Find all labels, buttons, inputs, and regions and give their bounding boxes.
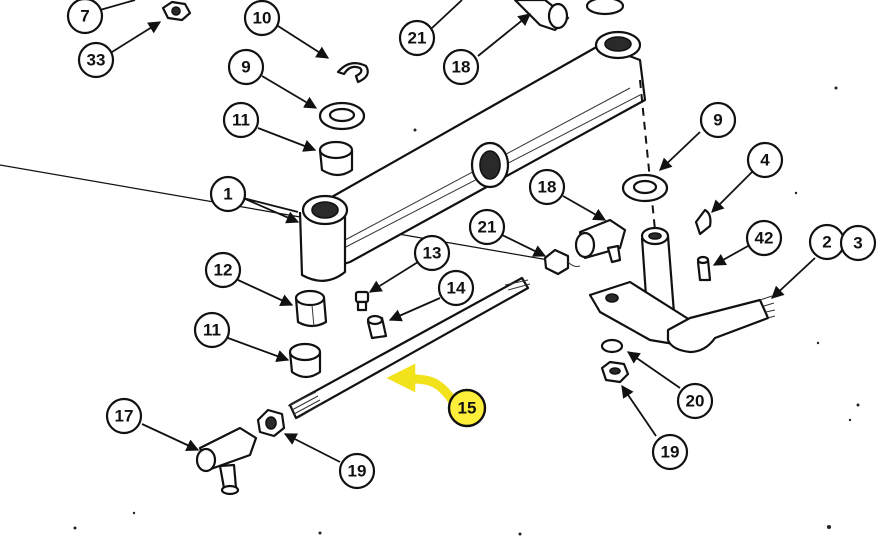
callout-4: 4 <box>746 141 784 179</box>
callout-3: 3 <box>839 224 877 262</box>
hex-nut-top <box>161 0 192 22</box>
svg-text:12: 12 <box>214 261 233 280</box>
callout-18-top: 18 <box>442 48 480 86</box>
callout-2: 2 <box>808 223 846 261</box>
svg-text:20: 20 <box>686 392 705 411</box>
svg-text:1: 1 <box>223 185 232 204</box>
callout-9-left: 9 <box>227 48 265 86</box>
jam-nut-right <box>543 248 581 276</box>
svg-text:21: 21 <box>478 218 497 237</box>
tie-rod-end-right <box>574 218 627 264</box>
kingpin-axis-dashed <box>639 79 656 231</box>
split-bushing <box>294 289 328 328</box>
svg-text:4: 4 <box>760 151 770 170</box>
callout-12: 12 <box>204 251 242 289</box>
callout-18-right: 18 <box>528 168 566 206</box>
washer-top-right <box>585 0 625 16</box>
callout-11-lower: 11 <box>193 311 231 349</box>
tie-rod <box>287 276 531 420</box>
callout-13: 13 <box>413 234 451 272</box>
svg-text:14: 14 <box>447 279 466 298</box>
svg-text:10: 10 <box>253 9 272 28</box>
roll-pin <box>696 255 712 282</box>
svg-text:17: 17 <box>115 407 134 426</box>
svg-text:9: 9 <box>713 111 722 130</box>
svg-text:33: 33 <box>87 51 106 70</box>
svg-text:19: 19 <box>348 462 367 481</box>
castle-nut-right <box>600 360 630 384</box>
fitting-top-right <box>513 0 570 32</box>
svg-text:2: 2 <box>822 233 831 252</box>
callout-19-right: 19 <box>651 433 689 471</box>
svg-text:7: 7 <box>80 7 89 26</box>
svg-text:18: 18 <box>452 58 471 77</box>
callout-1: 1 <box>209 175 247 213</box>
svg-text:3: 3 <box>853 234 862 253</box>
callout-17: 17 <box>105 397 143 435</box>
snap-ring <box>336 61 369 84</box>
svg-text:11: 11 <box>203 321 221 340</box>
svg-text:13: 13 <box>423 244 442 263</box>
highlight-arrow-15 <box>386 363 457 405</box>
bushing-upper <box>318 140 354 177</box>
svg-text:15: 15 <box>458 399 477 418</box>
pivot-tube <box>298 194 349 282</box>
callout-19-left: 19 <box>338 452 376 490</box>
woodruff-key <box>694 208 712 236</box>
callout-7: 7 <box>66 0 104 35</box>
callout-42: 42 <box>745 219 783 257</box>
callout-11-upper: 11 <box>222 101 260 139</box>
svg-text:9: 9 <box>241 58 250 77</box>
axle-beam <box>298 30 647 274</box>
washer-left <box>318 101 366 131</box>
callout-20: 20 <box>676 382 714 420</box>
callout-14: 14 <box>437 269 475 307</box>
bushing-lower <box>288 342 322 379</box>
callout-9-right: 9 <box>699 101 737 139</box>
tie-rod-end-left <box>195 426 258 496</box>
washer-right <box>621 173 669 203</box>
callout-10: 10 <box>243 0 281 37</box>
svg-text:18: 18 <box>538 178 557 197</box>
svg-text:42: 42 <box>755 229 774 248</box>
plug <box>366 314 388 340</box>
callout-21-top: 21 <box>398 19 436 57</box>
callout-21-right: 21 <box>468 208 506 246</box>
svg-text:21: 21 <box>408 29 427 48</box>
grease-fitting <box>354 290 370 312</box>
callout-33: 33 <box>77 41 115 79</box>
spindle-assembly <box>588 226 776 354</box>
leader-lines <box>99 0 816 463</box>
callout-15-highlighted: 15 <box>447 388 487 428</box>
svg-text:19: 19 <box>661 443 680 462</box>
washer-lower-right <box>600 338 624 354</box>
svg-text:11: 11 <box>232 111 250 130</box>
jam-nut-left <box>256 408 286 438</box>
